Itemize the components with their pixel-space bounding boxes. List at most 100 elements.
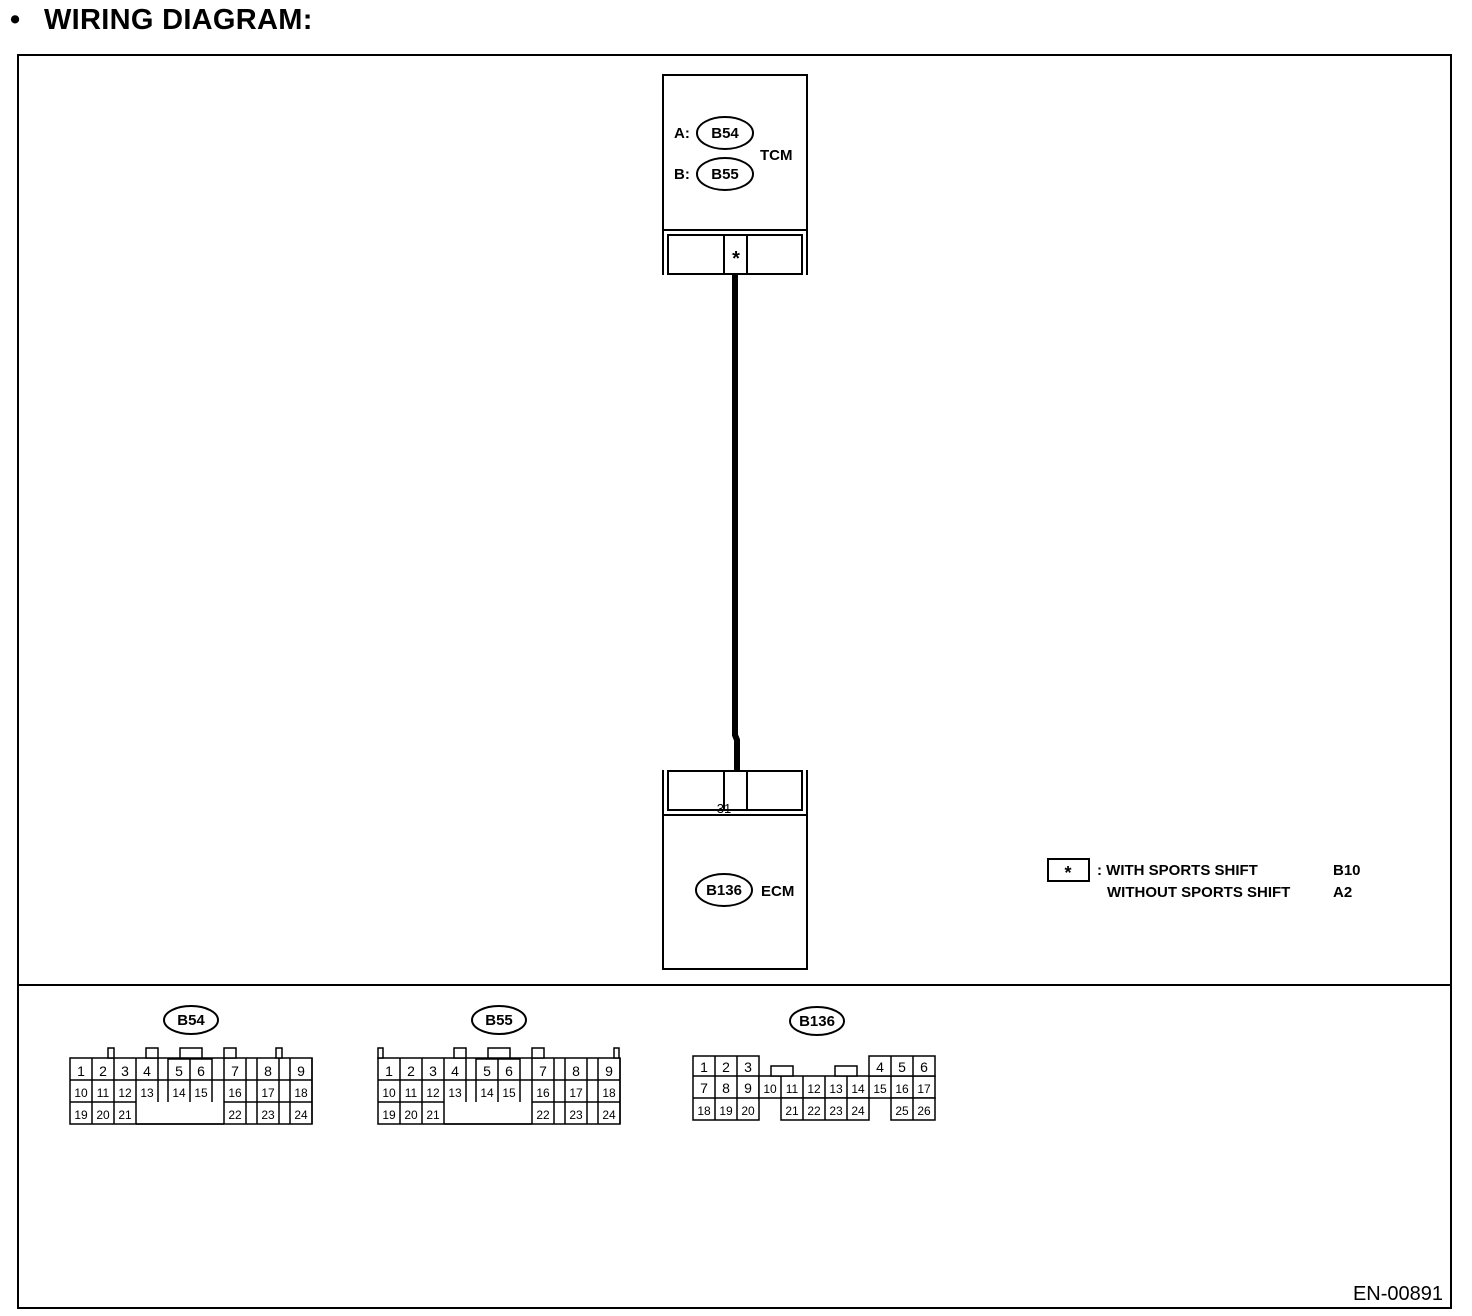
ecm-connector (667, 770, 803, 811)
diagram-frame (17, 54, 1452, 1309)
signal-wire (732, 274, 740, 771)
pin-number: 13 (448, 1086, 462, 1100)
pin-number: 26 (917, 1104, 931, 1118)
pin-number: 15 (873, 1082, 887, 1096)
pin-number: 6 (505, 1063, 513, 1079)
pin-number: 10 (763, 1082, 777, 1096)
connector-lock-tab (223, 1047, 237, 1059)
pin-number: 1 (77, 1063, 85, 1079)
heading-bullet: • (10, 4, 21, 36)
pin-number: 23 (261, 1108, 275, 1122)
pin-number: 5 (898, 1059, 906, 1075)
pin-number: 24 (602, 1108, 616, 1122)
tcm-connector (667, 234, 803, 275)
tcm-conn-a-oval (696, 116, 754, 150)
pin-number: 18 (697, 1104, 711, 1118)
pin-number: 15 (502, 1086, 516, 1100)
connector-lock-tab (145, 1047, 159, 1059)
pin-number: 10 (382, 1086, 396, 1100)
connector-lock-tab (377, 1047, 384, 1059)
pin-number: 3 (429, 1063, 437, 1079)
tcm-terminal-mark: * (732, 248, 740, 270)
pin-number: 2 (722, 1059, 730, 1075)
pin-number: 14 (480, 1086, 494, 1100)
pin-number: 11 (97, 1086, 110, 1100)
pin-number: 8 (572, 1063, 580, 1079)
legend-row2-label: WITHOUT SPORTS SHIFT (1107, 884, 1290, 901)
pin-number: 18 (294, 1086, 308, 1100)
pin-number: 21 (785, 1104, 799, 1118)
pin-number: 16 (895, 1082, 909, 1096)
ecm-connector-oval (695, 873, 753, 907)
connector-lock-tab (487, 1047, 511, 1059)
pin-number: 7 (539, 1063, 547, 1079)
pin-number: 2 (407, 1063, 415, 1079)
connector-face-code: B55 (485, 1012, 513, 1029)
pin-number: 11 (786, 1082, 799, 1096)
pin-number: 11 (405, 1086, 418, 1100)
pin-number: 3 (121, 1063, 129, 1079)
connector-face-code-oval (789, 1006, 845, 1036)
connector-face-code-oval (471, 1005, 527, 1035)
pin-number: 4 (451, 1063, 459, 1079)
tcm-body (662, 74, 808, 231)
legend-symbol-box (1047, 858, 1090, 882)
diagram-heading: •WIRING DIAGRAM: (10, 0, 313, 40)
pin-number: 1 (385, 1063, 393, 1079)
pin-number: 20 (404, 1108, 418, 1122)
pin-number: 10 (74, 1086, 88, 1100)
pin-number: 19 (382, 1108, 396, 1122)
pin-number: 15 (194, 1086, 208, 1100)
connector-face-code-oval (163, 1005, 219, 1035)
legend: * : WITH SPORTS SHIFT B10 WITHOUT SPORTS… (1047, 858, 1361, 901)
connector-face-code: B136 (799, 1013, 835, 1030)
pin-number: 3 (744, 1059, 752, 1075)
legend-row2-value: A2 (1333, 884, 1352, 901)
connector-face-code: B54 (177, 1012, 205, 1029)
pin-number: 20 (741, 1104, 755, 1118)
tcm-module: A: B54 B: B55 TCM * (662, 74, 808, 275)
pin-number: 9 (744, 1080, 752, 1096)
connector-lock-tab (179, 1047, 203, 1059)
pin-number: 16 (536, 1086, 550, 1100)
legend-row1-value: B10 (1333, 862, 1361, 879)
pin-number: 1 (700, 1059, 708, 1075)
pin-number: 13 (140, 1086, 154, 1100)
pin-number: 12 (807, 1082, 821, 1096)
pin-number: 19 (719, 1104, 733, 1118)
pin-number: 4 (143, 1063, 151, 1079)
pin-number: 5 (175, 1063, 183, 1079)
pin-number: 12 (118, 1086, 132, 1100)
pin-number: 4 (876, 1059, 884, 1075)
pin-number: 17 (261, 1086, 275, 1100)
tcm-label: TCM (760, 147, 793, 164)
pin-number: 5 (483, 1063, 491, 1079)
connector-lock-tab (453, 1047, 467, 1059)
pin-number: 8 (722, 1080, 730, 1096)
pin-number: 23 (569, 1108, 583, 1122)
pin-number: 8 (264, 1063, 272, 1079)
connector-lock-tab (613, 1047, 620, 1059)
pin-number: 18 (602, 1086, 616, 1100)
ecm-connector-code: B136 (706, 882, 742, 899)
pin-number: 21 (426, 1108, 440, 1122)
pin-number: 22 (536, 1108, 550, 1122)
ecm-module: 31 B136 ECM (662, 770, 808, 970)
pin-number: 13 (829, 1082, 843, 1096)
pin-number: 7 (700, 1080, 708, 1096)
legend-row1-label: : WITH SPORTS SHIFT (1097, 862, 1258, 879)
pin-number: 23 (829, 1104, 843, 1118)
pin-number: 20 (96, 1108, 110, 1122)
pin-number: 25 (895, 1104, 909, 1118)
tcm-conn-b-oval (696, 157, 754, 191)
connector-lock-tab (834, 1065, 858, 1077)
figure-code: EN-00891 (1353, 1283, 1443, 1305)
connector-face-outline (868, 1055, 936, 1077)
pin-number: 24 (294, 1108, 308, 1122)
tcm-conn-a-code: B54 (711, 125, 739, 142)
pin-number: 14 (851, 1082, 865, 1096)
